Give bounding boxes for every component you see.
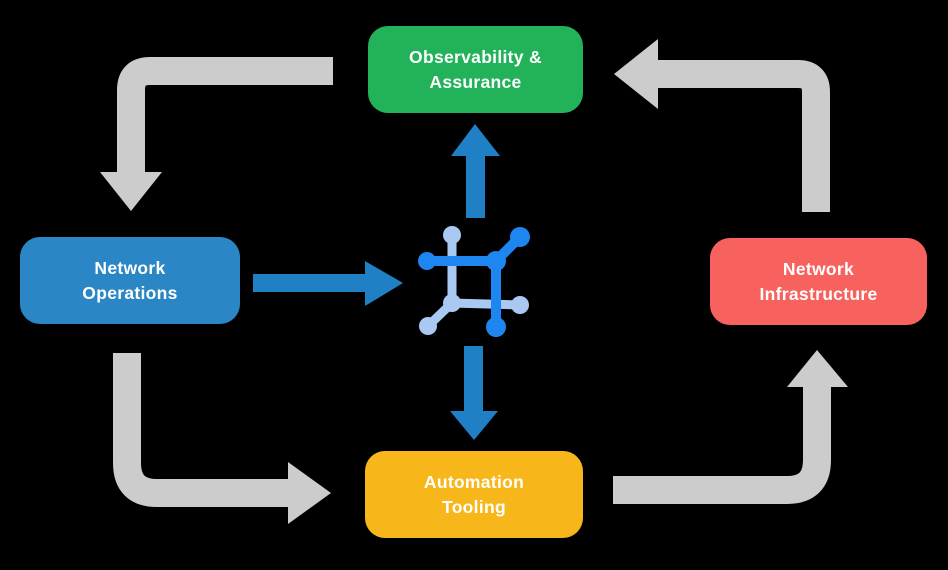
cycle-arrow-bottom-left [113,353,331,524]
node-label: Network Infrastructure [759,259,878,304]
node-label: Network Operations [82,258,178,303]
network-mesh-icon [418,226,530,337]
node-network-operations: Network Operations [20,237,240,324]
node-network-infrastructure: Network Infrastructure [710,238,927,325]
cycle-arrow-top-right [614,39,830,212]
node-automation-tooling: Automation Tooling [365,451,583,538]
cycle-arrow-top-left [100,57,333,211]
flow-arrow-down [450,346,498,440]
cycle-arrow-bottom-right [613,350,848,504]
flow-arrow-up [451,124,500,218]
node-label: Automation Tooling [423,472,525,517]
node-label: Observability & Assurance [409,47,542,92]
node-observability-assurance: Observability & Assurance [368,26,583,113]
flow-arrow-right [253,261,403,306]
